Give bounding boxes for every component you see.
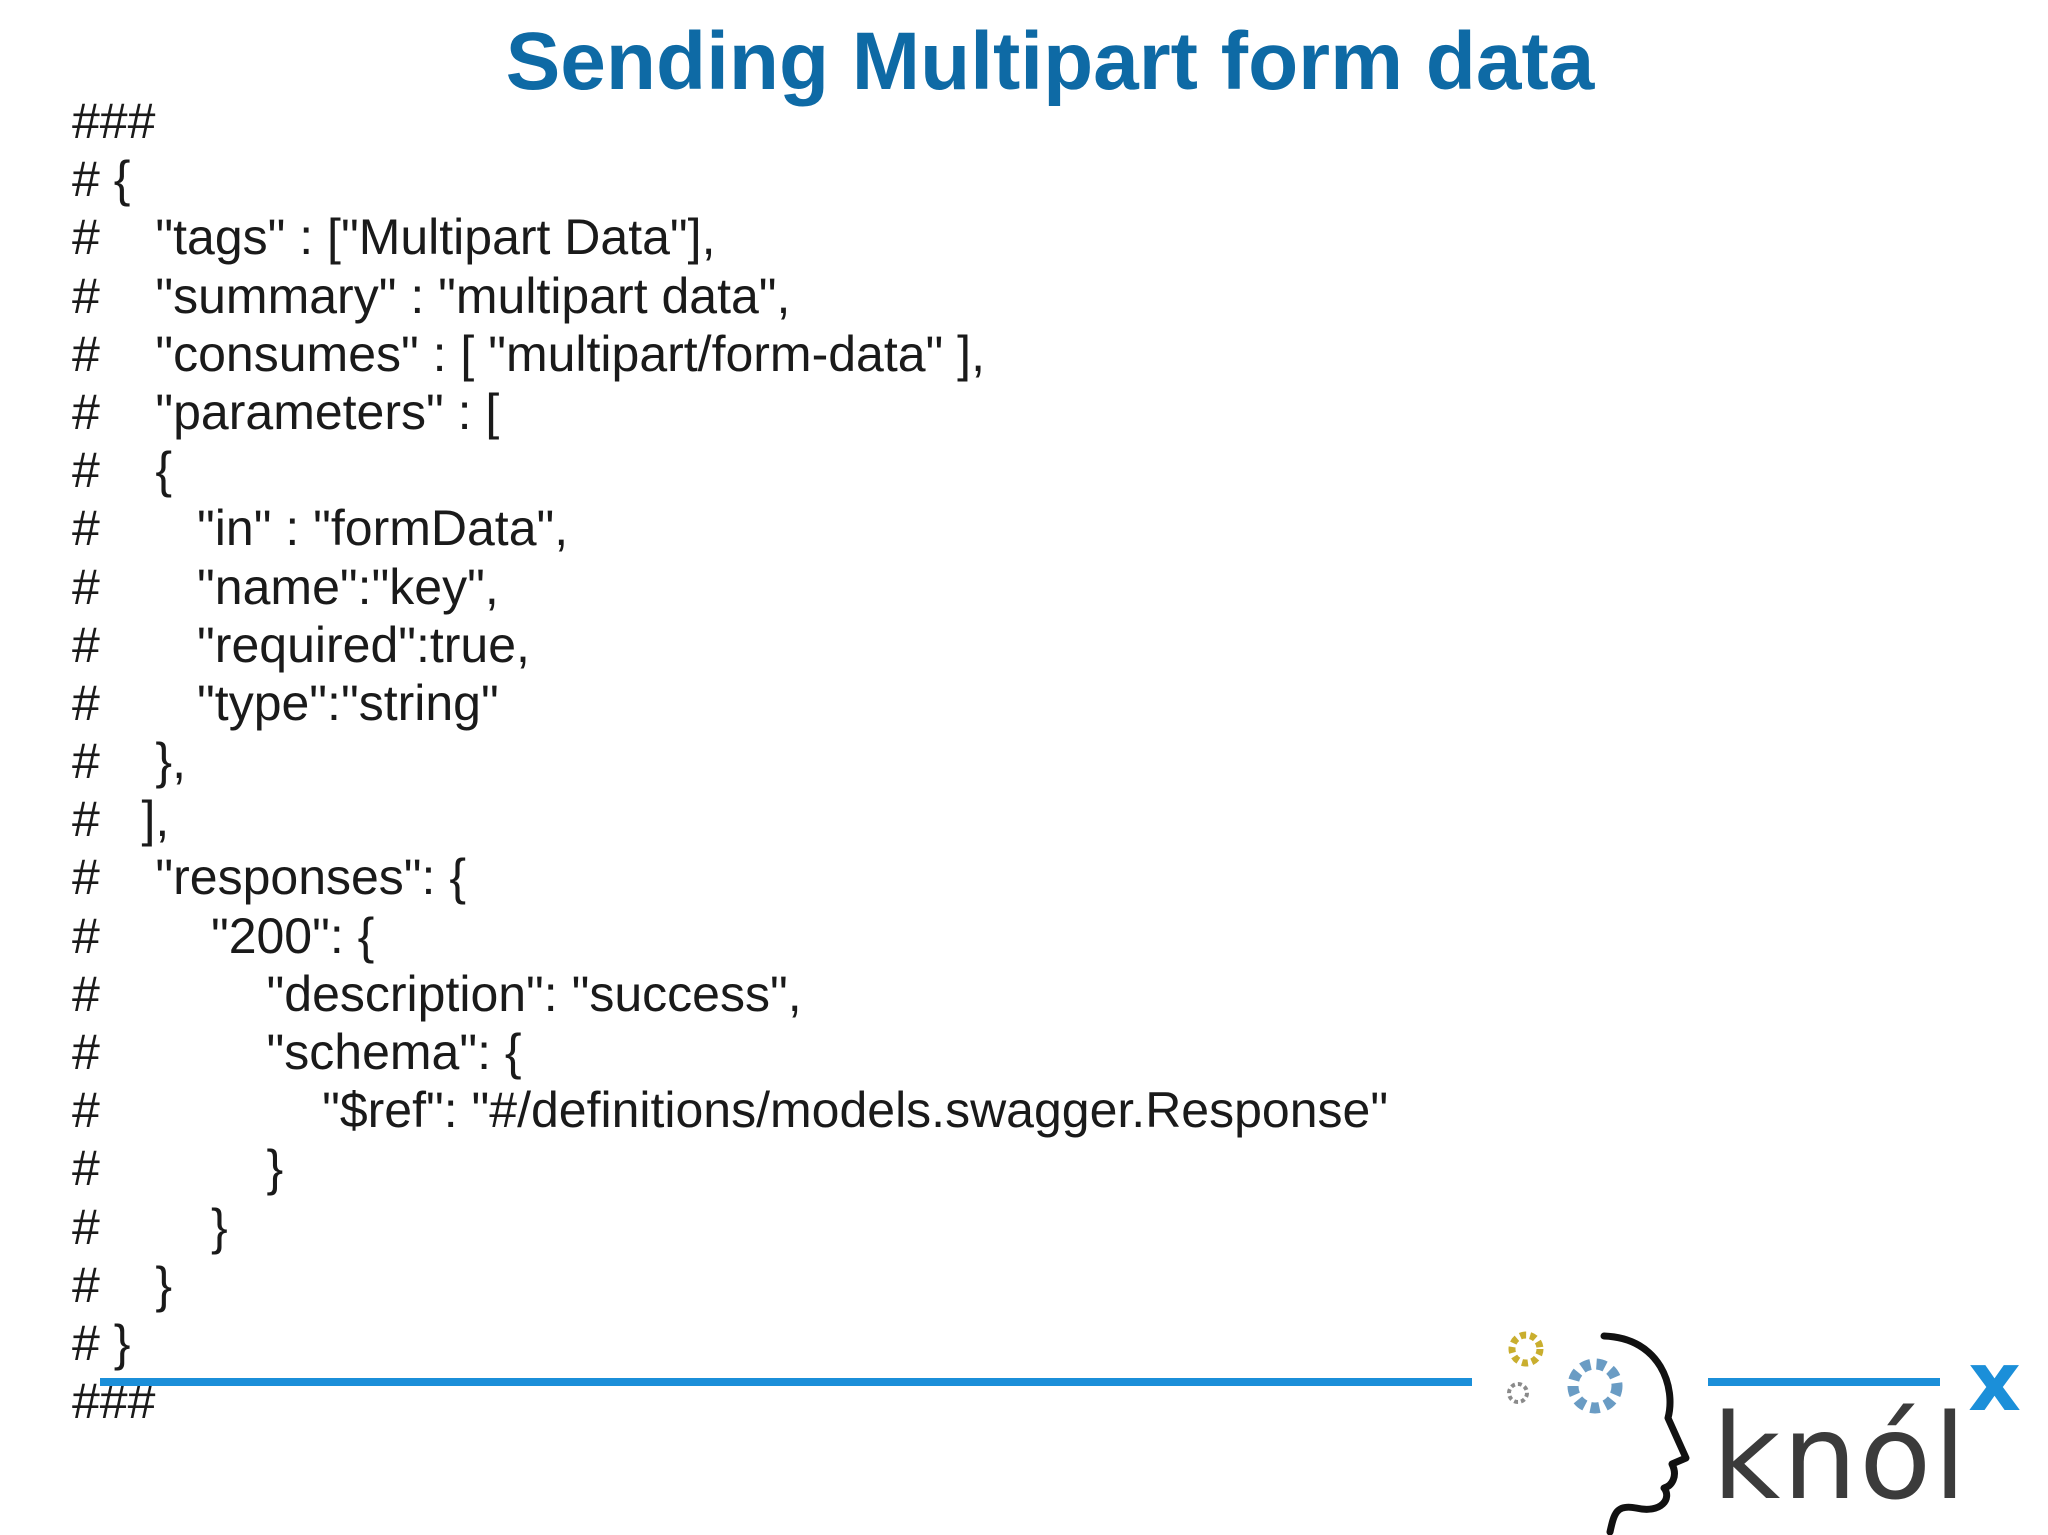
code-line: # { [72,442,173,499]
code-line: # ], [72,791,170,848]
code-line: # "parameters" : [ [72,383,500,440]
knolx-logo: knólx [1507,1331,2023,1535]
code-line: # "summary" : "multipart data", [72,267,791,324]
code-line: # "name":"key", [72,558,499,615]
code-line: # "responses": { [72,849,467,906]
code-line: # "type":"string" [72,674,499,731]
footer-rule-right [1708,1378,1940,1386]
code-line: # { [72,151,131,208]
code-line: ### [72,93,156,149]
code-line: # "in" : "formData", [72,500,569,557]
logo-wordmark: knólx [1712,1335,2023,1526]
code-line: # "schema": { [72,1024,522,1080]
code-line: # } [72,1198,228,1255]
head-silhouette-icon [1600,1332,1690,1535]
code-line: # "required":true, [72,616,530,673]
code-line: # "tags" : ["Multipart Data"], [72,209,716,266]
code-line: # } [72,1140,284,1197]
code-block: #### {# "tags" : ["Multipart Data"],# "s… [72,92,1388,1430]
gear-icon-gold [1508,1331,1544,1367]
slide-title: Sending Multipart form data [505,16,1595,107]
code-line: # } [72,1256,173,1313]
code-line: # "description": "success", [72,965,802,1022]
code-line: # "$ref": "#/definitions/models.swagger.… [72,1082,1389,1139]
gear-icon-gray [1507,1382,1529,1404]
code-line: # }, [72,733,186,790]
code-line: # "200": { [72,907,375,964]
code-line: # "consumes" : [ "multipart/form-data" ]… [72,325,985,382]
gear-icon-blue [1567,1358,1623,1414]
footer-rule-left [100,1378,1472,1386]
code-line: # } [72,1314,131,1371]
